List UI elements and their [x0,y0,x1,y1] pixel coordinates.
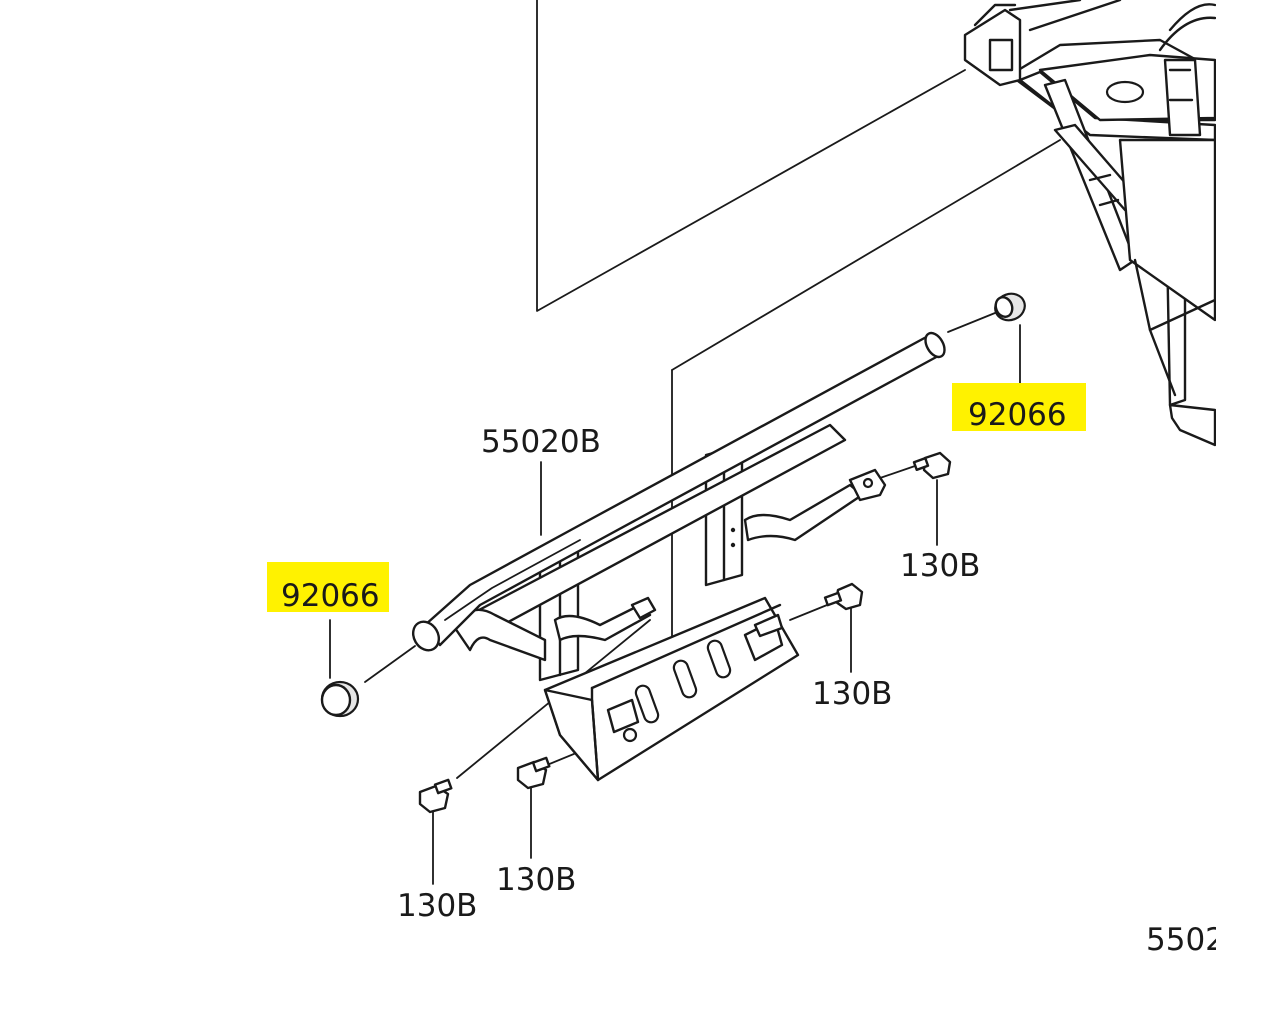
highlight-end-cap-left [267,562,389,612]
highlight-end-cap-right [952,383,1086,431]
bolt-lower-center [516,756,551,790]
end-cap-left [320,680,360,718]
label-bolt-lower-center: 130B [496,862,576,898]
label-bolt-upper-right: 130B [900,548,980,584]
label-end-cap-right: 92066 [968,397,1067,433]
label-bolt-middle-right: 130B [812,676,892,712]
bumper-guard [411,331,946,782]
bolt-upper-right [912,451,952,480]
bolt-lower-left [418,778,453,814]
label-reference-cut: 5502 [1146,922,1225,958]
label-end-cap-left: 92066 [281,578,380,614]
right-margin [1216,0,1280,1024]
label-guard-assembly: 55020B [481,424,601,460]
end-cap-right [994,292,1026,322]
vehicle-frame [671,0,1217,447]
frame-reference-leader [536,0,966,312]
bolt-middle-right [823,582,864,611]
label-bolt-lower-left: 130B [397,888,477,924]
